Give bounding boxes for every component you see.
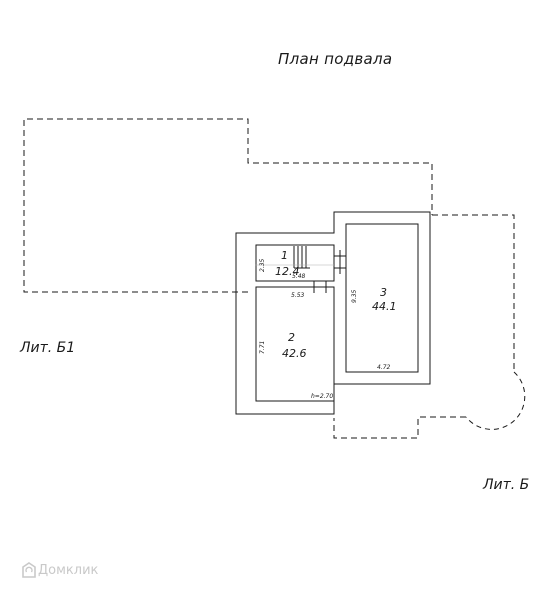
room-3-outline bbox=[345, 223, 419, 373]
door-room1-room2 bbox=[308, 281, 332, 293]
room-2-top-dim: 5.53 bbox=[291, 292, 305, 299]
room-2-ceiling: h=2.70 bbox=[311, 393, 334, 400]
room-2-side-dim: 7.71 bbox=[259, 340, 266, 354]
watermark-text: Домклик bbox=[38, 562, 99, 578]
door-room1-room3 bbox=[334, 250, 346, 274]
outline-lit-b1 bbox=[23, 118, 433, 293]
stairs bbox=[293, 246, 310, 269]
watermark: Домклик bbox=[22, 562, 98, 578]
basement-outer-wall bbox=[235, 211, 431, 415]
room-2-outline bbox=[255, 286, 335, 402]
room-1-width: 5.48 bbox=[292, 273, 306, 280]
outline-bay bbox=[465, 371, 526, 430]
plan-title: План подвала bbox=[278, 50, 393, 68]
room-3-bottom-dim: 4.72 bbox=[377, 364, 391, 371]
room-3-side-dim: 9.35 bbox=[351, 289, 358, 303]
room-3-area: 44.1 bbox=[372, 300, 397, 313]
label-lit-b: Лит. Б bbox=[483, 477, 530, 493]
room-1-number: 1 bbox=[281, 249, 288, 262]
room-1-outline bbox=[255, 244, 335, 282]
room-3-number: 3 bbox=[380, 286, 387, 299]
room-1-height: 2.35 bbox=[259, 258, 266, 272]
room-2-area: 42.6 bbox=[282, 347, 307, 360]
room-1-area: 12.4 bbox=[275, 265, 300, 278]
domclick-logo-icon bbox=[22, 562, 36, 578]
outline-lit-b-bottom bbox=[333, 416, 466, 439]
label-lit-b1: Лит. Б1 bbox=[20, 340, 76, 356]
room-2-number: 2 bbox=[288, 331, 295, 344]
outline-lit-b bbox=[432, 214, 515, 372]
